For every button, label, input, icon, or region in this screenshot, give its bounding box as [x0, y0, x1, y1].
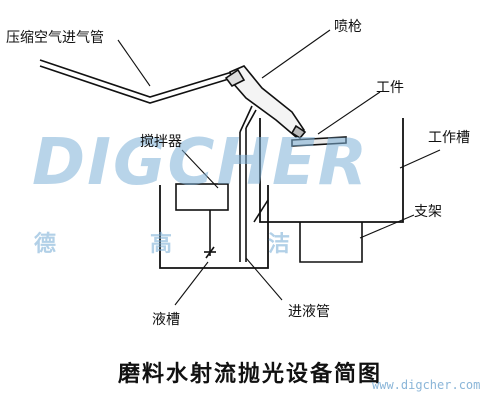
support-stand — [299, 222, 363, 263]
spray-gun-cap — [224, 68, 246, 88]
watermark-url: www.digcher.com — [372, 378, 481, 392]
stand-leader — [359, 214, 415, 239]
spray-gun-nozzle — [290, 124, 307, 140]
stirrer-leader — [181, 149, 219, 189]
label-air-pipe: 压缩空气进气管 — [6, 30, 104, 46]
air-pipe-leader — [117, 39, 151, 87]
label-stand: 支架 — [414, 204, 442, 220]
stirrer-box — [175, 183, 229, 211]
workpiece — [291, 136, 347, 147]
label-work-tank: 工作槽 — [428, 130, 470, 146]
liquid-tank — [159, 185, 269, 269]
label-workpiece: 工件 — [376, 80, 404, 96]
label-liquid-tank: 液槽 — [152, 312, 180, 328]
work-tank-drain — [253, 199, 269, 223]
air-intake-pipe — [39, 59, 233, 98]
air-intake-pipe-edge — [39, 65, 233, 104]
work-tank — [259, 118, 404, 223]
watermark-char-3: 洁 — [268, 232, 291, 257]
spray-gun-leader — [261, 29, 331, 79]
work-tank-leader — [399, 149, 441, 169]
stirrer-blade-2 — [205, 246, 215, 259]
watermark-logo: DIGCHER — [32, 126, 369, 200]
label-stirrer: 搅拌器 — [140, 134, 182, 150]
watermark-char-1: 德 — [34, 232, 57, 257]
figure-caption: 磨料水射流抛光设备简图 — [117, 362, 382, 387]
label-inlet-pipe: 进液管 — [288, 304, 330, 320]
watermark-char-2: 高 — [150, 232, 173, 257]
inlet-pipe-leader — [245, 257, 283, 301]
label-spray-gun: 喷枪 — [334, 19, 362, 35]
workpiece-leader — [317, 91, 381, 135]
inlet-pipe-bend — [239, 105, 257, 133]
liquid-tank-leader — [174, 261, 209, 306]
